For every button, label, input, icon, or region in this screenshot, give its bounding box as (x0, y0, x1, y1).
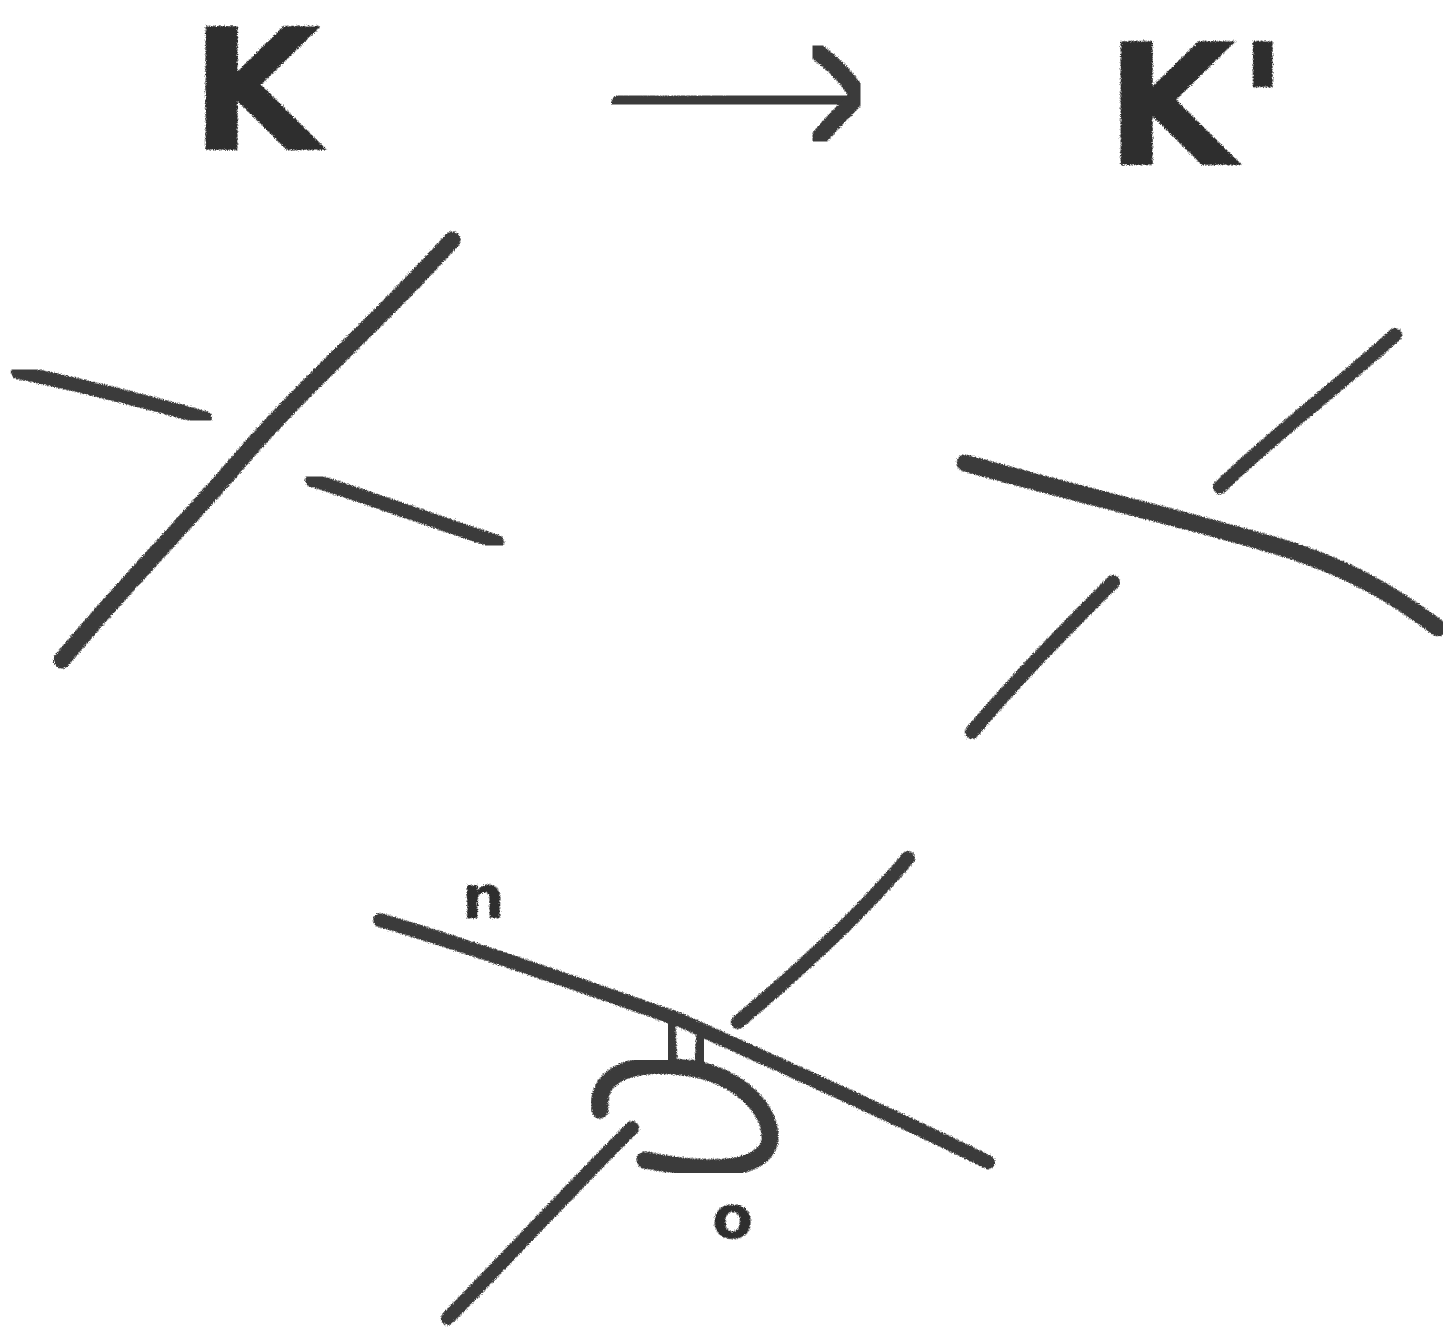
under-strand-bottom (441, 1121, 639, 1325)
under-strand-left (11, 365, 212, 425)
arrow-right-icon (611, 41, 867, 146)
over-strand (53, 231, 461, 669)
under-strand-bottom (965, 575, 1120, 739)
label-k-left: K (190, 0, 327, 191)
crossing-k (11, 231, 504, 669)
crossing-bottom (373, 851, 995, 1325)
label-n: n (462, 863, 505, 933)
over-strand (956, 454, 1443, 637)
label-o: o (712, 1183, 753, 1253)
rotation-arc (591, 1057, 779, 1177)
label-k-right: K' (1105, 8, 1289, 206)
crossing-k-prime (956, 328, 1443, 739)
under-strand-top (1213, 328, 1402, 494)
under-strand-right (305, 473, 504, 549)
under-strand-top (731, 851, 915, 1029)
over-strand (373, 913, 995, 1169)
